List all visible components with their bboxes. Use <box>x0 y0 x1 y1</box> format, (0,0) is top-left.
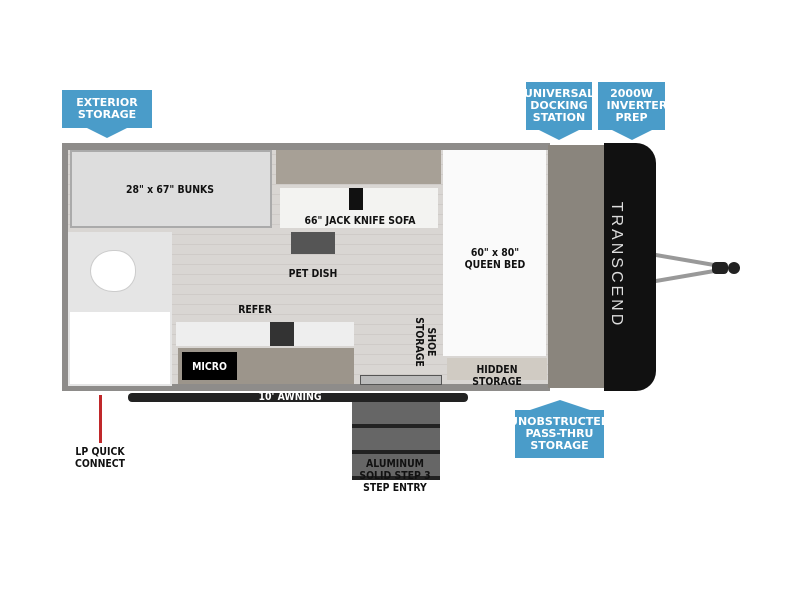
trailer-tongue <box>649 252 740 284</box>
lp-label: LP QUICK CONNECT <box>74 445 126 470</box>
shoe-storage-label: SHOE STORAGE <box>413 317 438 367</box>
brand-logo: TRANSCEND <box>608 201 625 329</box>
entry-step <box>352 402 440 480</box>
docking-station-cabinet <box>276 150 441 184</box>
queen-bed <box>443 150 546 356</box>
microwave <box>182 352 237 380</box>
step-label: ALUMINUM SOLID STEP 3 STEP ENTRY <box>359 457 431 494</box>
bunks-label: 28" x 67" BUNKS <box>125 183 215 196</box>
callout-docking-station: UNIVERSAL DOCKING STATION <box>524 82 594 140</box>
lp-line <box>99 395 102 443</box>
awning <box>128 393 468 402</box>
sofa-cupholder <box>349 188 363 210</box>
callout-exterior-storage: EXTERIOR STORAGE <box>62 90 152 138</box>
bunks <box>70 150 272 228</box>
stovetop <box>270 322 294 346</box>
pet-dish <box>291 232 335 254</box>
hidden-storage-label: HIDDEN STORAGE <box>472 363 522 388</box>
entry-door[interactable] <box>360 375 442 385</box>
hidden-storage <box>447 358 547 380</box>
awning-label: 10' AWNING <box>258 390 322 403</box>
queen-bed-label: 60" x 80" QUEEN BED <box>464 246 526 271</box>
toilet <box>90 250 136 292</box>
callout-pass-thru-storage: UNOBSTRUCTED PASS-THRU STORAGE <box>509 400 610 458</box>
shower <box>70 312 170 384</box>
kitchen-counter <box>176 322 354 346</box>
pet-dish-label: PET DISH <box>288 267 338 280</box>
callout-inverter-prep: 2000W INVERTER PREP <box>598 82 667 140</box>
refer-label: REFER <box>238 303 272 316</box>
sofa-label: 66" JACK KNIFE SOFA <box>304 214 416 227</box>
pass-thru-storage <box>548 145 608 388</box>
micro-label: MICRO <box>192 360 227 373</box>
front-cap <box>604 143 656 391</box>
